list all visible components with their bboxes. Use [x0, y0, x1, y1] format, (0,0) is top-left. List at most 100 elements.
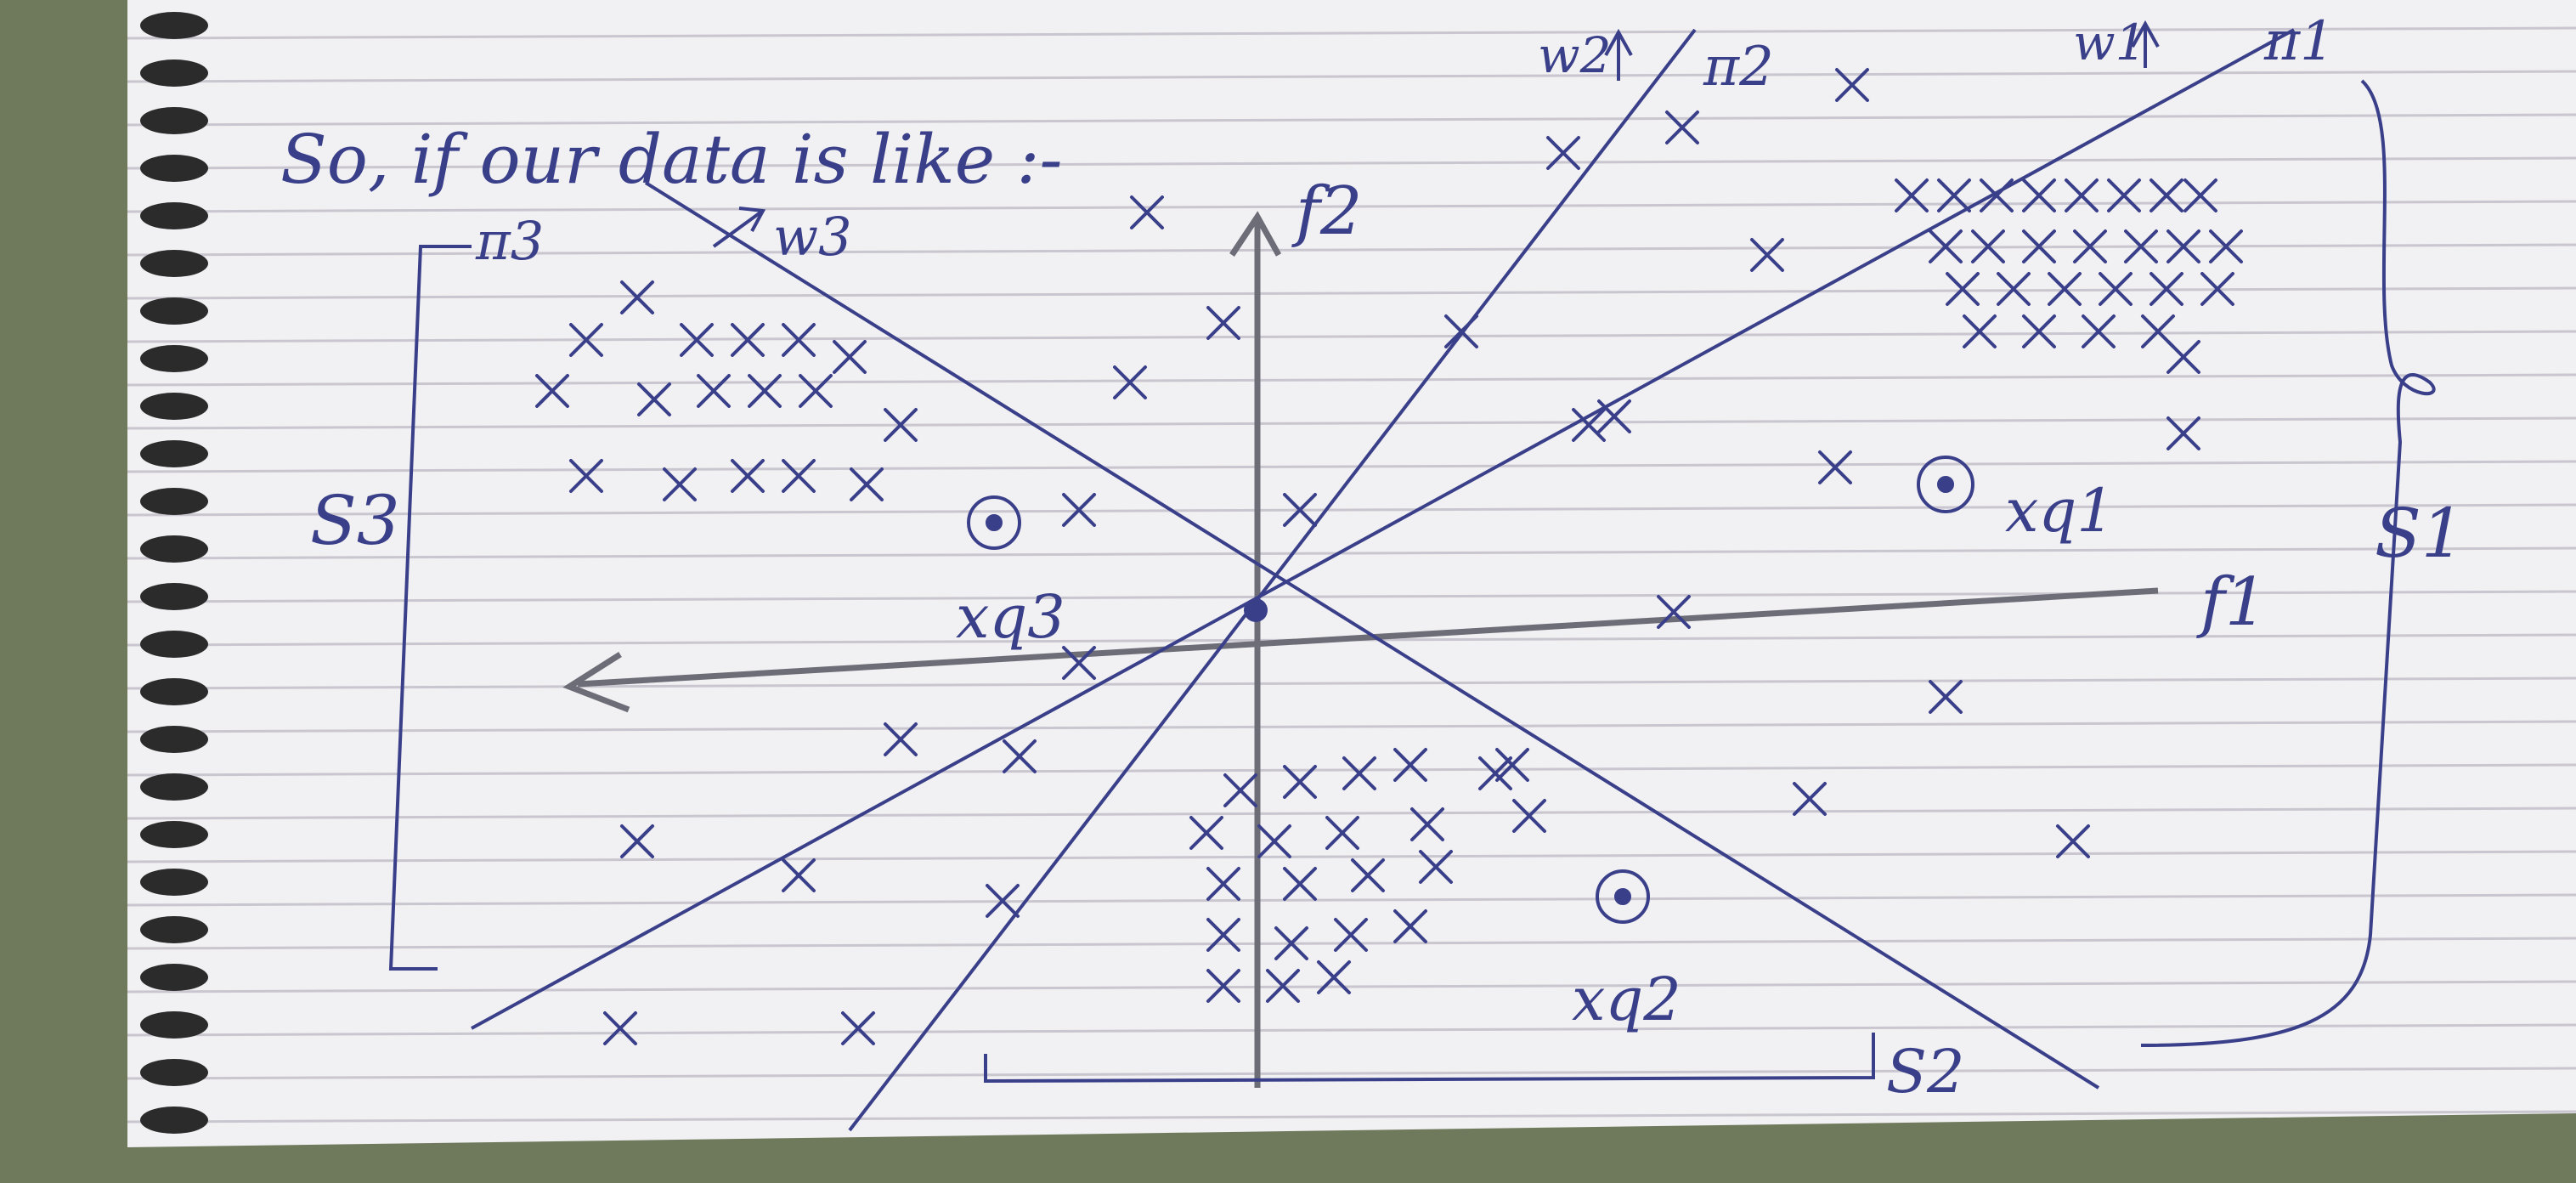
rule-line: [127, 1110, 2576, 1124]
data-point-cross: [637, 382, 671, 416]
data-point-cross: [1325, 816, 1359, 850]
data-point-cross: [1750, 238, 1784, 272]
data-point-cross: [2107, 178, 2141, 212]
rule-line: [127, 893, 2576, 907]
data-point-cross: [782, 323, 816, 357]
s1-label: S1: [2375, 494, 2465, 573]
spiral-ring: [140, 155, 208, 182]
data-point-cross: [1495, 748, 1529, 782]
data-point-cross: [1971, 229, 2005, 263]
spiral-ring: [140, 1011, 208, 1039]
spiral-ring: [140, 535, 208, 563]
spiral-ring: [140, 726, 208, 753]
ruled-lines: [127, 26, 2576, 1124]
data-point-cross: [603, 1011, 637, 1045]
spiral-ring: [140, 345, 208, 372]
data-point-cross: [1351, 858, 1385, 892]
rule-line: [127, 980, 2576, 993]
rule-line: [127, 676, 2576, 690]
data-point-cross: [731, 323, 765, 357]
data-point-cross: [2022, 314, 2056, 348]
spiral-ring: [140, 678, 208, 705]
data-point-cross: [1274, 926, 1308, 960]
data-point-cross: [782, 858, 816, 892]
s2-bracket: [984, 1033, 1875, 1084]
w2-arrowhead-icon: [1604, 28, 1633, 56]
data-point-cross: [1393, 909, 1427, 943]
rule-line: [127, 720, 2576, 733]
plane-pi2-label: π2: [1703, 36, 1774, 99]
data-point-cross: [1937, 178, 1971, 212]
rule-line: [127, 1067, 2576, 1080]
spiral-ring: [140, 583, 208, 610]
data-point-cross: [620, 824, 654, 858]
rule-line: [127, 330, 2576, 343]
data-point-cross: [986, 884, 1020, 918]
data-point-cross: [1546, 136, 1580, 170]
data-point-cross: [1257, 824, 1291, 858]
data-point-cross: [1223, 773, 1257, 807]
axes: [562, 211, 2159, 1088]
plane-pi3-line: [644, 181, 2100, 1090]
query-point-xq1: [1917, 456, 1974, 513]
xq2-label: xq2: [1572, 965, 1681, 1034]
data-point-cross: [1062, 646, 1096, 680]
spiral-ring: [140, 59, 208, 87]
data-point-cross: [663, 467, 697, 501]
data-point-cross: [1130, 195, 1164, 229]
data-point-cross: [680, 323, 714, 357]
data-point-cross: [2022, 178, 2056, 212]
data-point-cross: [833, 340, 867, 374]
data-point-cross: [569, 323, 603, 357]
query-points: [967, 456, 1974, 924]
s3-bracket: [388, 245, 472, 971]
data-points: [535, 68, 2243, 1045]
data-point-cross: [799, 374, 833, 408]
spiral-ring: [140, 964, 208, 991]
data-point-cross: [2141, 314, 2175, 348]
spiral-ring: [140, 773, 208, 801]
data-point-cross: [1334, 918, 1368, 952]
w1-label: w1: [2073, 14, 2147, 71]
normal-vectors: [712, 20, 2160, 248]
rule-line: [127, 243, 2576, 257]
data-point-cross: [1572, 408, 1606, 442]
rule-line: [127, 807, 2576, 820]
data-point-cross: [1113, 365, 1147, 399]
rule-line: [127, 850, 2576, 863]
data-point-cross: [2183, 178, 2217, 212]
data-point-cross: [850, 467, 884, 501]
data-point-cross: [1478, 756, 1512, 790]
data-point-cross: [2065, 178, 2099, 212]
spiral-ring: [140, 107, 208, 134]
rule-line: [127, 937, 2576, 950]
spiral-ring: [140, 916, 208, 943]
data-point-cross: [1512, 799, 1546, 833]
data-point-cross: [1003, 739, 1037, 773]
spiral-ring: [140, 869, 208, 896]
data-point-cross: [1895, 178, 1929, 212]
data-point-cross: [569, 459, 603, 493]
spiral-binding: [140, 12, 208, 1134]
heading-text: So, if our data is like :-: [280, 120, 1062, 199]
query-point-xq2: [1596, 869, 1650, 924]
s3-label: S3: [310, 481, 400, 560]
f2-arrow-icon: [1229, 211, 1282, 257]
spiral-ring: [140, 488, 208, 515]
spiral-ring: [140, 202, 208, 229]
data-point-cross: [2073, 229, 2107, 263]
plane-pi1-label: π1: [2263, 10, 2335, 73]
data-point-cross: [1342, 756, 1376, 790]
data-point-cross: [620, 280, 654, 314]
data-point-cross: [2124, 229, 2158, 263]
rule-line: [127, 590, 2576, 603]
rule-line: [127, 763, 2576, 777]
data-point-cross: [1393, 748, 1427, 782]
data-point-cross: [1997, 272, 2031, 306]
f1-axis: [577, 587, 2159, 688]
data-point-cross: [782, 459, 816, 493]
rule-line: [127, 156, 2576, 170]
data-point-cross: [2056, 824, 2090, 858]
plane-pi1-line: [471, 28, 2295, 1030]
data-point-cross: [2099, 272, 2133, 306]
